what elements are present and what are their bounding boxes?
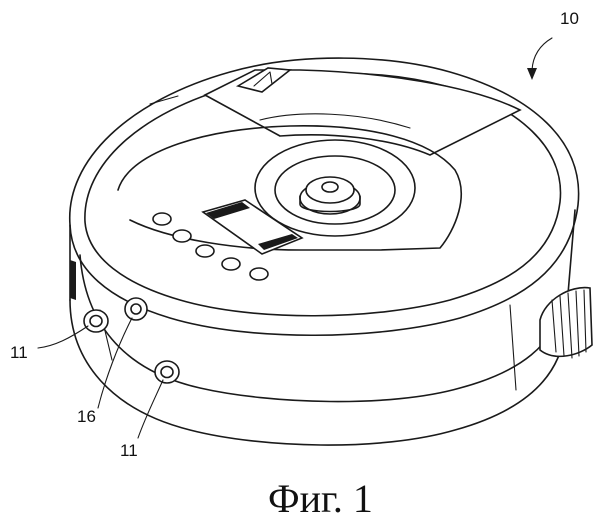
side-button-bottom-inner <box>160 365 174 379</box>
panel-button-3[interactable] <box>195 244 215 258</box>
leader-button-left <box>37 325 89 349</box>
body-middle-band <box>79 254 566 403</box>
bumper-seam-right <box>509 304 517 391</box>
panel-button-5[interactable] <box>249 267 269 281</box>
top-panel <box>117 67 522 281</box>
front-side-details <box>70 260 593 384</box>
label-device: 10 <box>560 9 579 28</box>
status-display-shade-low <box>258 234 298 250</box>
label-jack: 16 <box>77 407 96 426</box>
label-button-bottom: 11 <box>120 441 138 460</box>
panel-button-1[interactable] <box>152 212 172 226</box>
right-grille-lines <box>551 289 587 359</box>
right-grille <box>539 286 593 358</box>
lid-display-mark <box>253 71 273 87</box>
status-display-shade <box>206 202 250 219</box>
panel-button-4[interactable] <box>221 257 241 271</box>
knob-side <box>299 195 361 213</box>
figure-caption: Фиг. 1 <box>268 476 373 521</box>
side-jack-inner <box>130 303 142 315</box>
central-ring-mid <box>254 139 416 237</box>
side-jack[interactable] <box>124 297 148 321</box>
leader-button-bottom <box>137 379 164 439</box>
label-button-left: 11 <box>10 343 28 362</box>
top-outer-rim <box>69 57 580 337</box>
side-button-bottom[interactable] <box>154 360 180 384</box>
central-ring-inner <box>274 155 396 225</box>
lid-display <box>235 67 293 93</box>
side-button-left-inner <box>89 314 103 328</box>
leader-device <box>531 37 553 71</box>
lid-plate <box>203 69 522 156</box>
side-button-left[interactable] <box>83 309 109 333</box>
knob-center <box>321 181 339 193</box>
body-bottom-edge <box>69 299 566 446</box>
left-side-slot <box>70 260 76 300</box>
lid-plate-fold <box>259 113 411 129</box>
top-seam-left <box>149 95 179 105</box>
leader-lines <box>37 37 553 439</box>
panel-button-2[interactable] <box>172 229 192 243</box>
leader-device-arrowhead <box>527 68 537 80</box>
central-ring-outer <box>117 125 463 251</box>
leader-jack <box>97 317 133 409</box>
knob-cap <box>305 176 355 204</box>
